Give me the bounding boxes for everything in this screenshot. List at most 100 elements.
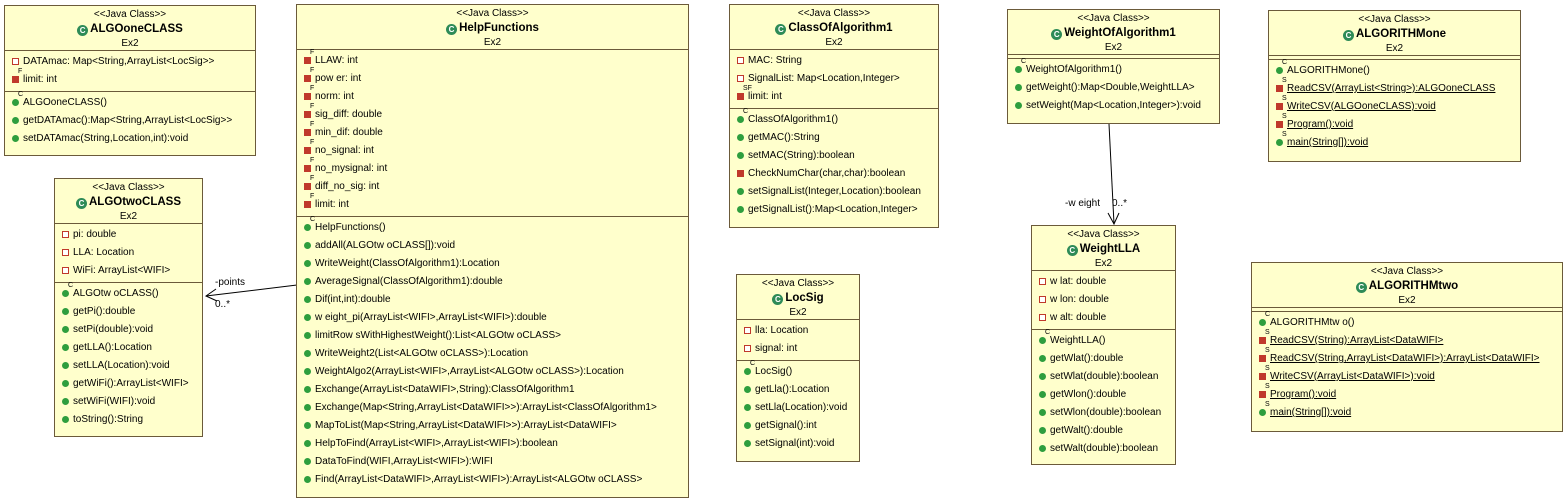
- class-name: HelpFunctions: [459, 22, 539, 34]
- class-icon: C: [446, 24, 458, 35]
- method-row: getWalt():double: [1032, 422, 1175, 440]
- method-row: getDATAmac():Map<String,ArrayList<LocSig…: [5, 112, 255, 130]
- method-row: setSignalList(Integer,Location):boolean: [730, 183, 938, 201]
- method-row: getWiFi():ArrayList<WIFI>: [55, 375, 202, 393]
- package-label: Ex2: [789, 307, 807, 318]
- final-field-icon: [304, 57, 311, 64]
- private-field-icon: [62, 249, 69, 256]
- final-field-icon: [304, 147, 311, 154]
- method-row: setPi(double):void: [55, 321, 202, 339]
- public-method-icon: [304, 278, 311, 285]
- private-field-icon: [62, 231, 69, 238]
- class-name: ALGORITHMtwo: [1368, 280, 1459, 292]
- constructor-icon: [62, 290, 69, 297]
- method-row: setWlat(double):boolean: [1032, 368, 1175, 386]
- public-method-icon: [304, 404, 311, 411]
- static-private-method-icon: [1259, 337, 1266, 344]
- package-label: Ex2: [483, 37, 502, 48]
- constructor-icon: [304, 224, 311, 231]
- method-row: Exchange(Map<String,ArrayList<DataWIFI>>…: [297, 399, 688, 417]
- public-method-icon: [304, 242, 311, 249]
- class-name: ALGOtwoCLASS: [89, 196, 181, 208]
- private-field-icon: [744, 345, 751, 352]
- method-row: getWlon():double: [1032, 386, 1175, 404]
- method-row: setWiFi(WIFI):void: [55, 393, 202, 411]
- public-method-icon: [737, 152, 744, 159]
- package-label: Ex2: [1104, 42, 1123, 53]
- method-row: toString():String: [55, 411, 202, 429]
- method-row: getMAC():String: [730, 129, 938, 147]
- public-method-icon: [304, 386, 311, 393]
- method-row: addAll(ALGOtw oCLASS[]):void: [297, 237, 688, 255]
- attribute-row: DATAmac: Map<String,ArrayList<LocSig>>: [5, 53, 255, 71]
- class-name: ALGORITHMone: [1355, 28, 1447, 40]
- public-method-icon: [1039, 355, 1046, 362]
- method-row: setWeight(Map<Location,Integer>):void: [1008, 97, 1219, 115]
- class-icon: C: [775, 24, 787, 35]
- public-method-icon: [304, 422, 311, 429]
- package-label: Ex2: [119, 211, 138, 222]
- method-row: WriteWeight2(List<ALGOtw oCLASS>):Locati…: [297, 345, 688, 363]
- static-private-method-icon: [1276, 121, 1283, 128]
- attribute-row: SignalList: Map<Location,Integer>: [730, 70, 938, 88]
- final-field-icon: [304, 183, 311, 190]
- method-row: setWalt(double):boolean: [1032, 440, 1175, 458]
- public-method-icon: [62, 362, 69, 369]
- method-row: setLla(Location):void: [737, 399, 859, 417]
- weight-arrowhead: [1107, 212, 1120, 226]
- final-field-icon: [304, 201, 311, 208]
- points-role-label: -points: [215, 277, 246, 288]
- points-association-line: [205, 284, 298, 297]
- private-field-icon: [1039, 314, 1046, 321]
- private-field-icon: [1039, 278, 1046, 285]
- public-method-icon: [744, 422, 751, 429]
- static-private-method-icon: [1276, 85, 1283, 92]
- public-method-icon: [1039, 391, 1046, 398]
- constructor-icon: [1039, 337, 1046, 344]
- public-method-icon: [737, 188, 744, 195]
- method-row: limitRow sWithHighestWeight():List<ALGOt…: [297, 327, 688, 345]
- method-row: Exchange(ArrayList<DataWIFI>,String):Cla…: [297, 381, 688, 399]
- method-row: setSignal(int):void: [737, 435, 859, 453]
- stereotype-label: <<Java Class>>: [1067, 229, 1140, 240]
- static-private-method-icon: [1259, 373, 1266, 380]
- static-private-method-icon: [1259, 391, 1266, 398]
- stereotype-label: <<Java Class>>: [456, 8, 529, 19]
- class-name: ALGOoneCLASS: [90, 23, 183, 35]
- stereotype-label: <<Java Class>>: [93, 9, 167, 20]
- attribute-row: signal: int: [737, 340, 859, 358]
- weight-multiplicity-label: 0..*: [1112, 198, 1128, 209]
- public-method-icon: [304, 440, 311, 447]
- static-public-method-icon: [1276, 139, 1283, 146]
- public-method-icon: [304, 260, 311, 267]
- stereotype-label: <<Java Class>>: [761, 278, 835, 289]
- public-method-icon: [304, 332, 311, 339]
- static-final-field-icon: [737, 93, 744, 100]
- method-row: setWlon(double):boolean: [1032, 404, 1175, 422]
